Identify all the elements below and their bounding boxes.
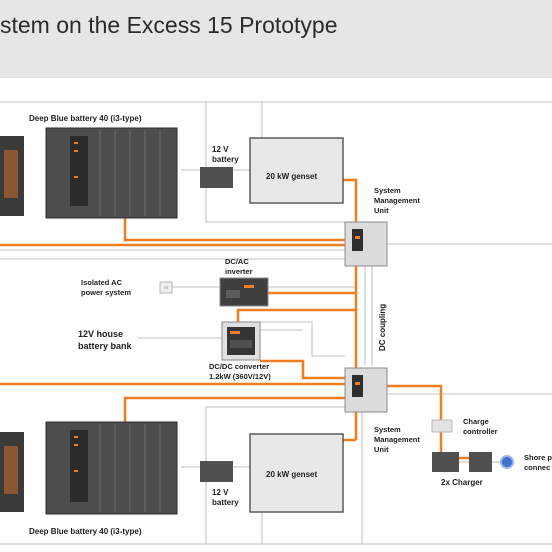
charge-controller-label-2: controller <box>463 427 498 436</box>
battery-bottom: Deep Blue battery 40 (i3-type) <box>0 421 178 536</box>
dcdc-converter: DC/DC converter 1.2kW (360V/12V) <box>209 321 271 381</box>
charger-label: 2x Charger <box>441 478 483 487</box>
battery-top: Deep Blue battery 40 (i3-type) <box>0 114 178 219</box>
dcdc-converter-label-1: DC/DC converter <box>209 362 269 371</box>
battery-top-endcap <box>0 136 24 216</box>
charger-1-box <box>432 452 459 472</box>
smu-bottom-device <box>352 375 363 397</box>
house-battery-label-1: 12V house <box>78 329 123 339</box>
isolated-ac-label-1: Isolated AC <box>81 278 123 287</box>
battery-top-cells <box>45 127 178 219</box>
12v-battery-bottom-label-1: 12 V <box>212 488 229 497</box>
dcac-inverter-label-1: DC/AC <box>225 257 249 266</box>
dcac-inverter: DC/AC inverter <box>219 257 269 307</box>
smu-top-label-2: Management <box>374 196 420 205</box>
smu-bottom-label-2: Management <box>374 435 420 444</box>
battery-bottom-bms <box>70 430 88 502</box>
battery-bottom-cells <box>45 421 178 515</box>
battery-bottom-label: Deep Blue battery 40 (i3-type) <box>29 527 142 536</box>
house-battery-label-2: battery bank <box>78 341 133 351</box>
dcdc-converter-label-2: 1.2kW (360V/12V) <box>209 372 271 381</box>
charger-2-box <box>469 452 492 472</box>
genset-top: 20 kW genset <box>249 137 344 204</box>
smu-bottom-label-3: Unit <box>374 445 389 454</box>
genset-bottom-label: 20 kW genset <box>266 470 317 479</box>
title-bar: stem on the Excess 15 Prototype <box>0 0 552 78</box>
12v-battery-bottom-label-2: battery <box>212 498 239 507</box>
chargers: 2x Charger <box>432 452 492 487</box>
page-title: stem on the Excess 15 Prototype <box>0 12 338 38</box>
12v-battery-top-label-2: battery <box>212 155 239 164</box>
battery-bottom-glow <box>4 446 18 494</box>
battery-top-bms <box>70 136 88 206</box>
12v-battery-bottom-box <box>200 461 233 482</box>
shore-power: Shore p connec <box>500 453 552 472</box>
system-diagram: Deep Blue battery 40 (i3-type) Deep Blue… <box>0 101 552 545</box>
shore-power-label-2: connec <box>524 463 550 472</box>
genset-bottom-box <box>249 433 344 513</box>
isolated-ac-label-2: power system <box>81 288 131 297</box>
smu-top-box <box>344 221 388 267</box>
isolated-ac: Isolated AC power system <box>81 278 173 297</box>
battery-bottom-endcap <box>0 432 24 512</box>
12v-battery-bottom: 12 V battery <box>200 461 239 507</box>
genset-top-box <box>249 137 344 204</box>
smu-bottom: System Management Unit <box>344 367 420 454</box>
12v-battery-top-box <box>200 167 233 188</box>
genset-top-label: 20 kW genset <box>266 172 317 181</box>
smu-bottom-label-1: System <box>374 425 401 434</box>
house-battery: 12V house battery bank <box>78 329 133 351</box>
charge-controller-box <box>431 419 453 433</box>
smu-bottom-box <box>344 367 388 413</box>
smu-top-device <box>352 229 363 251</box>
genset-bottom: 20 kW genset <box>249 433 344 513</box>
smu-top-label-1: System <box>374 186 401 195</box>
battery-top-glow <box>4 150 18 198</box>
dc-coupling-label: DC coupling <box>378 304 387 351</box>
dcac-inverter-label-2: inverter <box>225 267 253 276</box>
smu-top-label-3: Unit <box>374 206 389 215</box>
battery-top-label: Deep Blue battery 40 (i3-type) <box>29 114 142 123</box>
charge-controller: Charge controller <box>431 417 498 436</box>
shore-power-label-1: Shore p <box>524 453 552 462</box>
smu-top: System Management Unit <box>344 186 420 267</box>
12v-battery-top-label-1: 12 V <box>212 145 229 154</box>
12v-battery-top: 12 V battery <box>200 145 239 188</box>
shore-power-icon <box>500 455 514 469</box>
charge-controller-label-1: Charge <box>463 417 489 426</box>
